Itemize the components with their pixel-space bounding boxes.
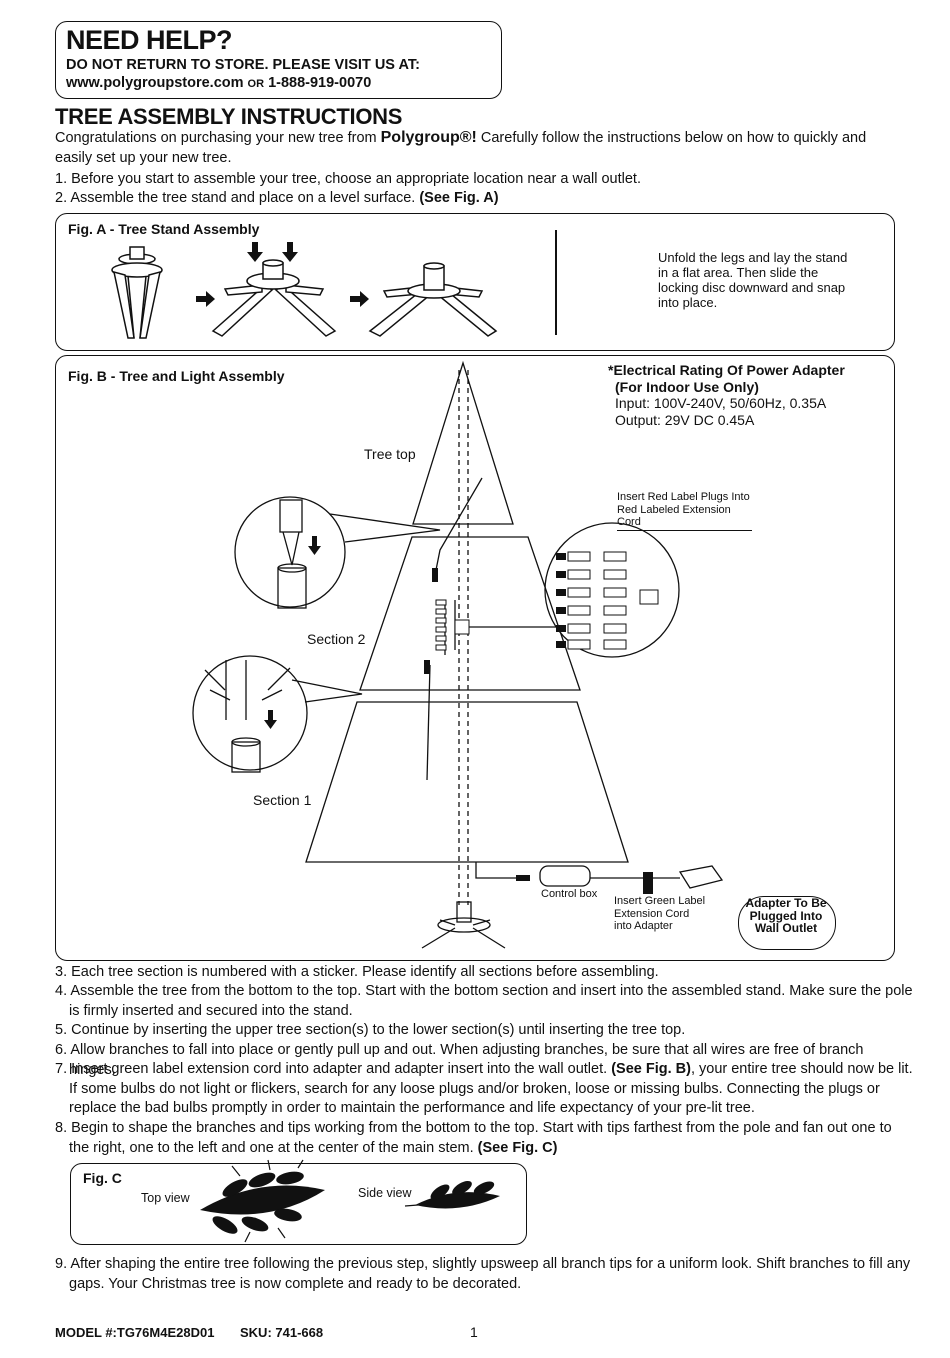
intro-text: Congratulations on purchasing your new t… (55, 130, 381, 146)
fig-c-box (70, 1163, 527, 1245)
fig-c-title: Fig. C (83, 1170, 122, 1186)
fig-a-box (55, 213, 895, 351)
step-1-text: 1. Before you start to assemble your tre… (55, 171, 641, 187)
step-4: 4. Assemble the tree from the bottom to … (55, 982, 914, 1021)
rating-title: *Electrical Rating Of Power Adapter (608, 362, 845, 378)
model-number: MODEL #:TG76M4E28D01 (55, 1325, 215, 1340)
fig-b-illustration (192, 360, 724, 949)
fig-a-illustration (111, 230, 557, 339)
step-8-text: 8. Begin to shape the branches and tips … (55, 1120, 892, 1156)
intro-paragraph: Congratulations on purchasing your new t… (55, 128, 905, 168)
fig-a-title: Fig. A - Tree Stand Assembly (68, 221, 260, 237)
step-4-text: 4. Assemble the tree from the bottom to … (55, 983, 913, 1019)
step-5: 5. Continue by inserting the upper tree … (55, 1021, 914, 1041)
fig-a-note: Unfold the legs and lay the stand in a f… (658, 250, 848, 310)
step-3-text: 3. Each tree section is numbered with a … (55, 964, 659, 980)
see-fig-a-link[interactable]: (See Fig. A) (419, 190, 499, 206)
label-section-2: Section 2 (307, 631, 366, 647)
rating-input: Input: 100V-240V, 50/60Hz, 0.35A (615, 395, 827, 411)
sku-number: SKU: 741-668 (240, 1325, 324, 1340)
step-7: 7. Insert green label extension cord int… (55, 1060, 914, 1119)
adapter-callout (738, 896, 836, 950)
help-title: NEED HELP? (66, 25, 233, 55)
step-8: 8. Begin to shape the branches and tips … (55, 1119, 914, 1158)
intro-text-tail: Carefully follow the instructions below … (55, 130, 867, 166)
help-url[interactable]: www.polygroupstore.com (66, 75, 244, 91)
step-2-text: 2. Assemble the tree stand and place on … (55, 190, 420, 206)
step-2: 2. Assemble the tree stand and place on … (55, 189, 914, 209)
rating-subtitle: (For Indoor Use Only) (615, 378, 759, 395)
help-phone[interactable]: 1-888-919-0070 (268, 75, 372, 91)
see-fig-c-link[interactable]: (See Fig. C) (477, 1139, 558, 1156)
step-3: 3. Each tree section is numbered with a … (55, 963, 914, 983)
step-7-tail: , your entire tree should now be lit. If… (69, 1061, 913, 1116)
fig-b-box (55, 355, 895, 961)
fig-b-title: Fig. B - Tree and Light Assembly (68, 368, 285, 384)
step-6: 6. Allow branches to fall into place or … (55, 1041, 914, 1080)
step-6-text: 6. Allow branches to fall into place or … (55, 1042, 864, 1078)
electrical-rating: *Electrical Rating Of Power Adapter (For… (608, 362, 845, 428)
label-green-cord: Insert Green Label Extension Cord into A… (614, 895, 706, 932)
step-9: 9. After shaping the entire tree followi… (55, 1255, 914, 1294)
page-number: 1 (470, 1324, 478, 1340)
label-control-box: Control box (541, 888, 598, 900)
fig-c-branch-illustrations (200, 1159, 500, 1243)
step-5-text: 5. Continue by inserting the upper tree … (55, 1022, 686, 1038)
label-tree-top: Tree top (364, 446, 416, 462)
help-box (55, 21, 502, 99)
label-side-view: Side view (358, 1186, 412, 1200)
see-fig-b-link[interactable]: (See Fig. B) (611, 1061, 691, 1077)
step-7-text: 7. Insert green label extension cord int… (55, 1061, 612, 1077)
label-section-1: Section 1 (253, 792, 312, 808)
step-1: 1. Before you start to assemble your tre… (55, 170, 914, 190)
help-store-note: DO NOT RETURN TO STORE. PLEASE VISIT US … (66, 57, 420, 73)
step-9-text: 9. After shaping the entire tree followi… (55, 1256, 911, 1292)
page-title: TREE ASSEMBLY INSTRUCTIONS (55, 104, 403, 129)
rating-output: Output: 29V DC 0.45A (615, 411, 755, 428)
label-red-plugs: Insert Red Label Plugs Into Red Labeled … (617, 491, 752, 531)
label-top-view: Top view (141, 1191, 190, 1205)
brand-name: Polygroup®! (380, 129, 477, 146)
help-contact: www.polygroupstore.com OR 1-888-919-0070 (66, 75, 371, 91)
label-adapter: Adapter To Be Plugged Into Wall Outlet (745, 896, 827, 935)
help-or: OR (247, 78, 265, 90)
